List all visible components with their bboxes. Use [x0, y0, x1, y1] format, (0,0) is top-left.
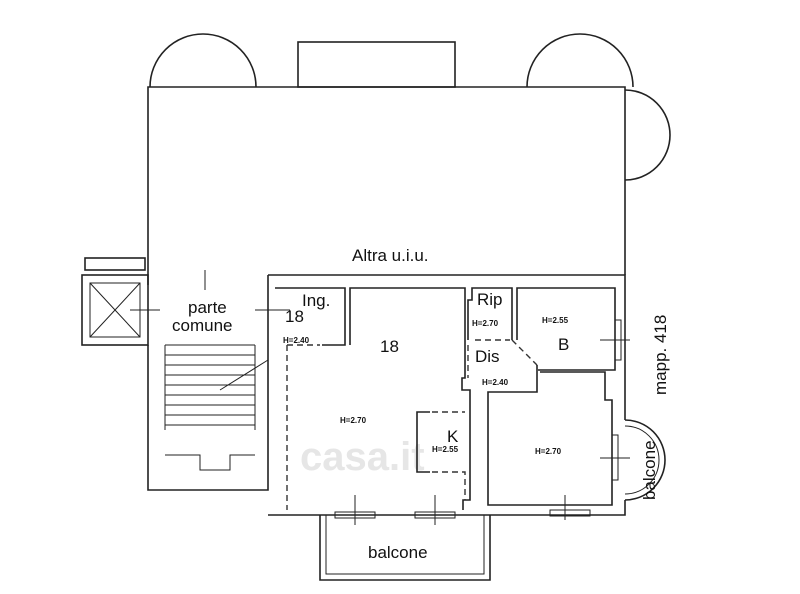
kitchen-label: K [447, 427, 459, 446]
common-part-label-1: parte [188, 298, 227, 317]
storage-label: Rip [477, 290, 503, 309]
entry-height: H=2.40 [283, 336, 310, 345]
hall-height: H=2.40 [482, 378, 509, 387]
hall-label: Dis [475, 347, 500, 366]
balcony-bottom-label: balcone [368, 543, 428, 562]
other-unit: Altra u.i.u. [147, 33, 671, 285]
top-left-balcony [149, 33, 257, 88]
bedroom-height: H=2.70 [535, 447, 562, 456]
bath-height: H=2.55 [542, 316, 569, 325]
right-top-balcony [624, 89, 671, 181]
top-center-balcony [297, 41, 456, 88]
entry-label: Ing. [302, 291, 330, 310]
watermark: casa.it [300, 435, 425, 479]
main-room-height: H=2.70 [340, 416, 367, 425]
storage-height: H=2.70 [472, 319, 499, 328]
parcel-label: mapp. 418 [651, 315, 670, 395]
common-part-label-2: comune [172, 316, 232, 335]
apartment: Ing. 18 H=2.40 18 H=2.70 K H=2.55 Rip H=… [268, 274, 630, 525]
top-right-balcony [526, 33, 634, 88]
kitchen-height: H=2.55 [432, 445, 459, 454]
bath-label: B [558, 335, 569, 354]
common-area: parte comune [81, 257, 290, 491]
entry-number: 18 [285, 307, 304, 326]
other-unit-label: Altra u.i.u. [352, 246, 429, 265]
balcony-right-label: balcone [640, 440, 659, 500]
balcony-bottom: balcone [319, 515, 491, 581]
main-room-number: 18 [380, 337, 399, 356]
balcony-right: balcone [624, 419, 666, 501]
